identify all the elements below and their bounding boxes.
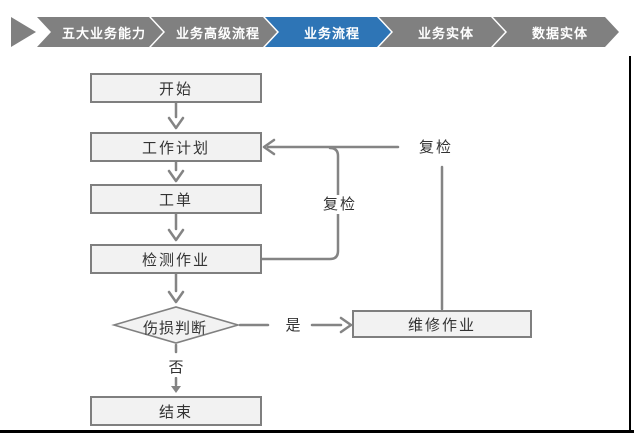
edge-label-recheck-loop: 复检 [318,195,362,214]
recheck-loop-line [258,146,340,261]
nav-step-label: 业务高级流程 [175,25,260,41]
process-step-nav: 五大业务能力 业务高级流程 业务流程 业务实体 数据实体 [11,17,619,47]
arrowhead-solid-down-icon [171,386,181,393]
edge-label-no: 否 [165,358,189,377]
nav-step-advanced-process[interactable]: 业务高级流程 [151,17,277,47]
nav-step-label: 数据实体 [531,25,588,41]
frame-right-border [629,56,631,433]
frame-bottom-border [0,430,634,433]
node-end: 结束 [90,396,262,426]
arrowhead-right-icon [339,316,353,334]
node-repair: 维修作业 [352,310,532,338]
decision-diamond-shape [111,306,241,344]
arrowhead-down-icon [167,290,185,304]
arrowhead-down-icon [167,116,185,130]
node-start: 开始 [90,73,262,103]
edge-label-recheck-return: 复检 [413,138,459,157]
arrowhead-down-icon [167,228,185,242]
nav-step-data-entity[interactable]: 数据实体 [493,17,619,47]
node-damage-decision-label: 伤损判断 [142,320,207,337]
edge-label-yes: 是 [283,316,305,335]
node-work-plan: 工作计划 [90,132,262,162]
nav-step-label: 业务流程 [303,25,360,41]
nav-step-label: 五大业务能力 [61,25,146,41]
nav-step-five-capabilities[interactable]: 五大业务能力 [37,17,163,47]
nav-step-label: 业务实体 [417,25,474,41]
nav-step-business-entity[interactable]: 业务实体 [379,17,505,47]
nav-step-business-process[interactable]: 业务流程 [265,17,391,47]
node-inspection: 检测作业 [90,244,262,274]
arrowhead-left-icon [262,138,276,156]
node-work-order: 工单 [90,184,262,214]
arrowhead-down-icon [167,169,185,183]
